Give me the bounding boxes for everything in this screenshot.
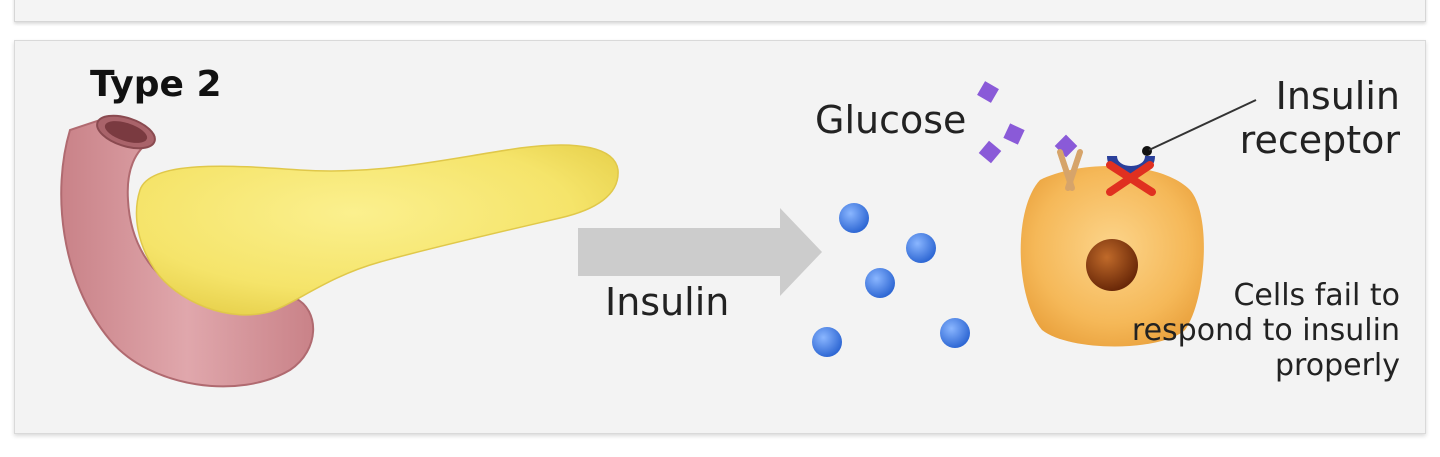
insulin-receptor-label: Insulin receptor [1239, 74, 1400, 162]
duodenum [60, 114, 315, 388]
glucose-molecule [1003, 123, 1025, 145]
glucose-molecules [977, 81, 1078, 164]
cells-fail-label: Cells fail to respond to insulin properl… [1131, 278, 1400, 383]
pancreas-illustration [135, 144, 619, 316]
insulin-molecule [839, 203, 869, 233]
insulin-label: Insulin [605, 280, 730, 324]
insulin-molecule [940, 318, 970, 348]
nucleus [1086, 239, 1138, 291]
receptor-icon [1107, 146, 1155, 176]
glucose-molecule [977, 81, 999, 103]
insulin-molecules [812, 203, 970, 357]
right-arrow-icon [578, 208, 822, 296]
glucose-molecule [978, 140, 1002, 164]
glucose-label: Glucose [815, 98, 967, 142]
receptor-leader-line [1148, 99, 1257, 151]
glucose-transporter-icon [1057, 149, 1083, 191]
insulin-molecule [906, 233, 936, 263]
panel-title: Type 2 [90, 64, 222, 105]
insulin-molecule [812, 327, 842, 357]
red-x-icon [1106, 161, 1156, 196]
insulin-molecule [865, 268, 895, 298]
top-panel [14, 0, 1426, 22]
